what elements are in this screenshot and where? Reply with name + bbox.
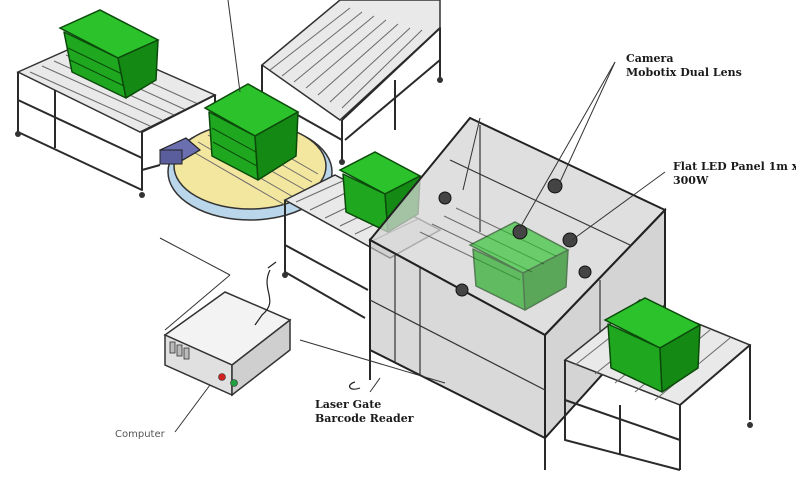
green-bin-top-left (58, 9, 160, 99)
turntable (158, 83, 333, 221)
caster-wheel (747, 422, 753, 428)
power-button-green (230, 379, 238, 387)
leader-camera (519, 61, 616, 229)
cables (159, 237, 446, 393)
gate-label-line1: Laser Gate (315, 398, 381, 411)
camera-icon (438, 178, 592, 297)
caster-wheel (282, 272, 288, 278)
conveyor-table-top-left (15, 9, 217, 198)
caster-wheel (139, 192, 145, 198)
caster-wheel (15, 131, 21, 137)
turntable-motor-housing (159, 149, 183, 165)
power-button-red (218, 373, 226, 381)
leader-led (571, 171, 666, 241)
computer-label: Computer (115, 429, 166, 440)
green-bin-enclosure (468, 221, 570, 311)
rollers-top-center (269, 7, 423, 109)
computer-unit (163, 291, 292, 397)
led-label-line1: Flat LED Panel 1m x 1m (673, 160, 796, 173)
leader-enclosure-top (462, 117, 481, 191)
leader-computer (174, 384, 211, 433)
caster-wheel (339, 159, 345, 165)
camera-label-line2: Mobotix Dual Lens (626, 66, 742, 79)
camera-label-line1: Camera (626, 52, 673, 65)
leader-camera-2 (559, 61, 616, 183)
leader-top (227, 0, 241, 93)
led-label-line2: 300W (673, 174, 709, 187)
caster-wheel (437, 77, 443, 83)
imaging-enclosure (368, 116, 667, 470)
conveyor-table-bottom-right (563, 297, 753, 471)
green-bin-turntable (203, 83, 300, 181)
gate-label-line2: Barcode Reader (315, 412, 414, 425)
green-bin-bottom-right (603, 297, 702, 393)
conveyor-table-top-center (260, 0, 443, 165)
